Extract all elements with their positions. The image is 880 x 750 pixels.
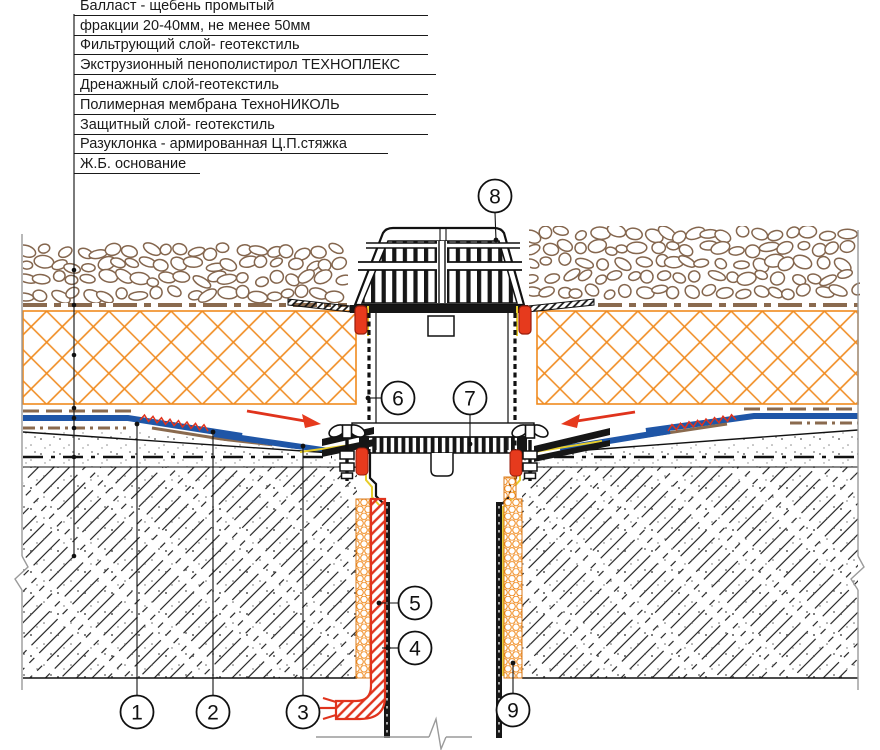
callout-1: 1 [119,421,155,730]
ballast-gravel-left [23,242,348,303]
flow-arrow-right [561,410,636,428]
flange-ring [351,422,535,438]
legend-line-2: фракции 20-40мм, не менее 50мм [74,18,428,36]
callout-8: 8 [477,178,513,243]
gasket-upper-left [354,305,368,335]
svg-text:4: 4 [409,638,421,661]
break-symbol-right [850,555,865,591]
xps-insulation-left [22,310,357,405]
svg-text:7: 7 [464,388,476,411]
legend-line-1: Балласт - щебень промытый [74,0,428,16]
xps-insulation-right [536,310,859,405]
legend-line-7: Защитный слой- геотекстиль [74,117,428,135]
concrete-slab-right [522,466,858,679]
break-symbol-bottom [428,716,447,750]
ballast-gravel-right [529,226,860,301]
callout-7: 7 [452,380,488,447]
heating-cable-end [320,696,337,721]
drawing-edges [14,230,865,750]
callout-4: 4 [382,630,433,666]
gasket-lower-right [509,449,523,477]
clamp-jaw-right [534,428,610,453]
clamp-apron-right [527,298,595,313]
gasket-upper-right [518,305,532,335]
membrane-stack-right [559,407,858,452]
svg-text:9: 9 [507,700,519,723]
pipe-insulation-left [355,498,371,679]
concrete-slab-left [23,466,357,679]
cap-base-flange [350,305,528,313]
drainage-ring [360,436,526,454]
svg-text:1: 1 [131,702,143,725]
break-symbol-left [14,555,29,591]
svg-text:2: 2 [207,702,219,725]
callout-2: 2 [195,429,231,730]
svg-text:6: 6 [392,388,404,411]
callout-3: 3 [285,443,321,730]
legend-line-3: Фильтрующий слой- геотекстиль [74,37,428,56]
callouts: 1 2 3 4 5 6 7 8 9 [119,178,531,730]
callout-9: 9 [495,660,531,728]
legend-line-9: Ж.Б. основание [74,156,200,175]
legend-line-5: Дренажный слой-геотекстиль [74,77,428,95]
pipe-insulation-right [503,476,523,679]
membrane-stack-left [23,409,337,455]
legend-line-8: Разуклонка - армированная Ц.П.стяжка [74,136,388,155]
drain-assembly [287,226,610,738]
weld-seam-left [139,413,209,432]
weld-seam-right [667,413,737,432]
legend-line-4: Экструзионный пенополистирол ТЕХНОПЛЕКС [74,57,436,76]
clamp-apron-left [287,298,351,313]
gasket-lower-left [355,447,369,476]
heating-element [334,497,387,721]
legend-leader-line [71,14,77,559]
svg-text:8: 8 [489,186,501,209]
svg-text:3: 3 [297,702,309,725]
funnel-notch [430,453,454,477]
callout-6: 6 [365,380,416,416]
svg-text:5: 5 [409,593,421,616]
cap-stem-guide [427,315,455,337]
callout-5: 5 [376,585,433,621]
legend-line-6: Полимерная мембрана ТехноНИКОЛЬ [74,97,436,115]
flow-arrow-left [246,409,321,428]
